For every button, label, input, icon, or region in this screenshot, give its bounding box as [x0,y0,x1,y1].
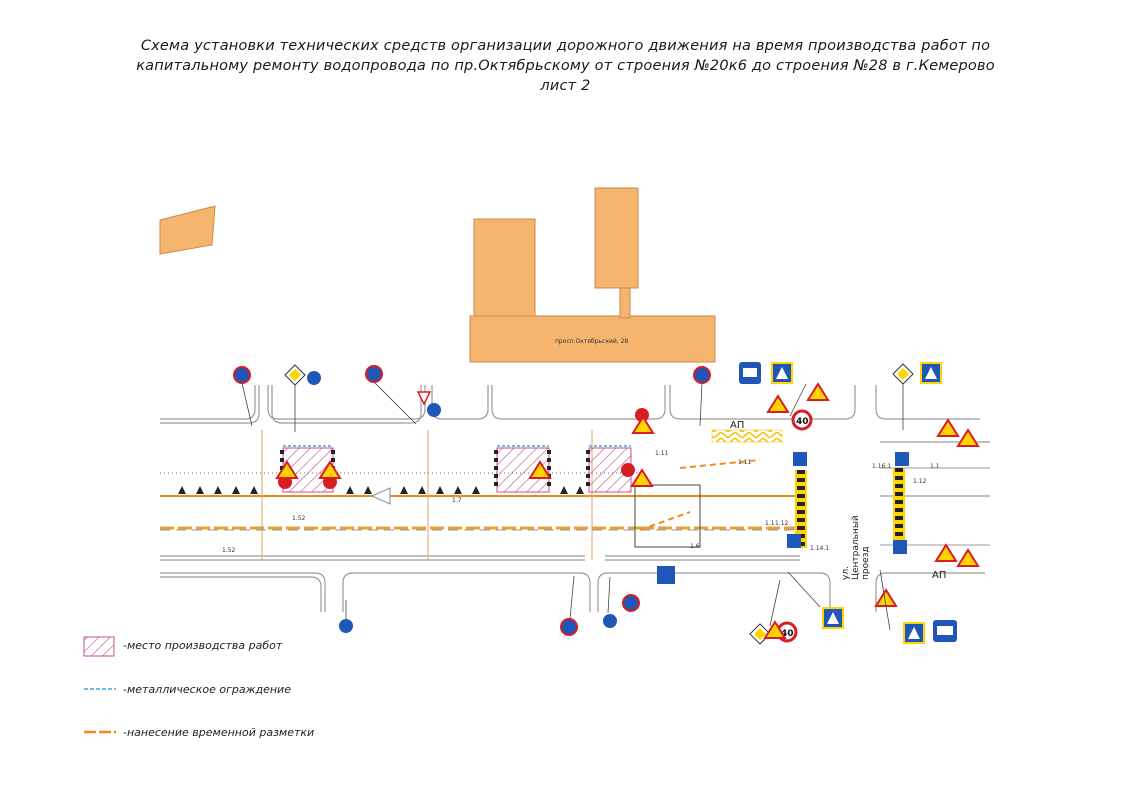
street-name-3: проезд [861,546,871,580]
road-labels: 1.52 1.52 1.6 1.11 1.11 1.12 1.14.1 1.1 … [222,450,940,554]
direction-sign [427,403,441,417]
marking-label: 1.11 [655,450,669,457]
crosswalk-sign-small [793,452,807,466]
sign-pointers [241,381,904,631]
building-tower-left [473,218,536,320]
work-zones [282,445,701,548]
title-line-1: Схема установки технических средств орга… [140,38,991,54]
lane-sign [657,566,675,584]
marking-label: 1.11 [738,459,752,466]
chevron-barrier: АП АП [711,420,946,581]
legend-hatch-swatch [83,636,115,657]
roadworks-sign [318,460,342,479]
ap-label: АП [730,420,744,431]
priority-signs [284,363,914,645]
no-stopping-sign [693,366,711,384]
buildings: просп.Октябрьский, 28 [159,187,716,363]
roadworks-sign [630,468,654,487]
crosswalk-sign-small [895,452,909,466]
marking-label: 1.6 [690,543,700,550]
street-name: ул. Центральный проезд [841,515,871,580]
no-stopping-sign [365,365,383,383]
marking-label: 1.52 [292,515,306,522]
ap-label-right: АП [932,570,946,581]
legend-work-zone-label: -место производства работ [123,639,283,652]
crosswalk-sign-small [893,540,907,554]
speed-limit-value: 40 [796,417,809,427]
narrowing-sign [635,408,649,422]
marking-label: 1.12 [913,478,927,485]
drawing-title: Схема установки технических средств орга… [0,36,1131,96]
roadworks-sign [806,382,830,401]
crosswalk-sign-small [787,534,801,548]
no-stopping-sign [233,366,251,384]
roadworks-sign [763,620,787,639]
speed-limit-value-2: 40 [781,629,794,639]
roadworks-sign [936,418,960,437]
roadworks-sign [631,415,655,434]
roadworks-sign [956,428,980,447]
round-signs: 40 40 [233,365,813,643]
building-left [159,205,216,255]
warning-signs [275,382,980,639]
street-name-2: Центральный [851,515,861,580]
roadworks-sign [934,543,958,562]
marking-label: 1.52 [222,547,236,554]
roadworks-sign [528,460,552,479]
roadworks-sign [275,460,299,479]
blue-signs [657,362,957,644]
roadworks-sign [956,548,980,567]
pedestrian-crossings [795,468,905,550]
marking-label: 1.1 [930,463,940,470]
legend-marking-label: -нанесение временной разметки [123,726,315,739]
marking-label: 1.16.1 [872,463,891,470]
no-stopping-sign [560,618,578,636]
direction-sign [307,371,321,385]
street-name-1: ул. [841,566,851,580]
roadworks-sign [766,394,790,413]
direction-sign [603,614,617,628]
speed-limit-sign [791,409,813,431]
narrowing-sign [621,463,635,477]
temporary-markings [160,430,800,560]
building-main [469,315,716,363]
marking-label: 1.14.1 [810,545,829,552]
direction-sign [339,619,353,633]
marking-label: 1.7 [452,497,462,504]
building-tower-right [594,187,639,289]
marking-label: 1.12 [775,520,789,527]
building-label: просп.Октябрьский, 28 [555,338,628,345]
traffic-cones [178,486,584,494]
no-stopping-sign [622,594,640,612]
marking-label: 1.1 [765,520,775,527]
title-line-3: лист 2 [540,78,591,94]
legend [83,636,116,734]
legend-fence-label: -металлическое ограждение [123,683,291,696]
give-way-sign [416,391,432,406]
warning-sign-white [370,487,391,505]
title-line-2: капитальному ремонту водопровода по пр.О… [136,58,995,74]
